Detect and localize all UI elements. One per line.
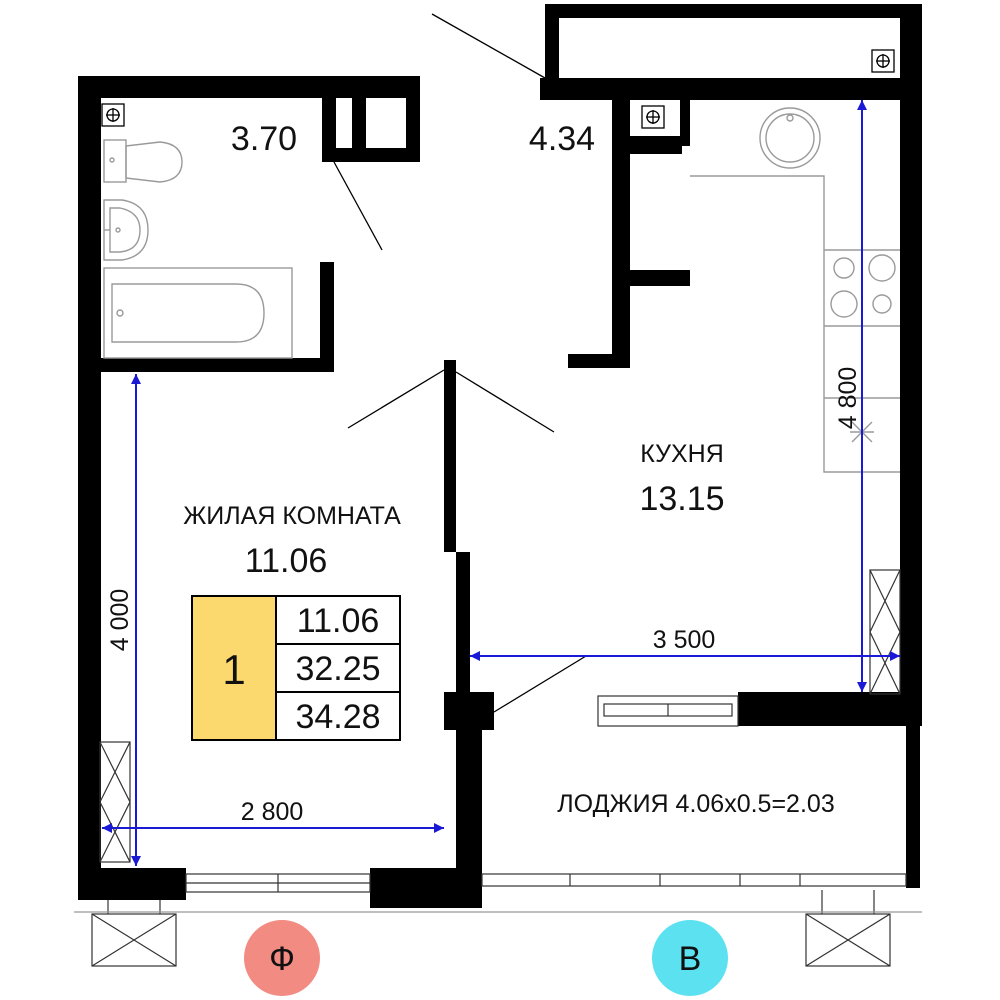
- facade-right-label: В: [679, 940, 702, 978]
- dim-living-height: 4 000: [106, 589, 134, 652]
- dim-kitchen-width: 3 500: [653, 626, 716, 654]
- fixtures: [103, 107, 900, 473]
- wall-bath-bottom: [101, 358, 334, 372]
- hallway-area: 4.34: [529, 120, 595, 158]
- dim-living-width: 2 800: [241, 798, 304, 826]
- window-kitchen: [597, 695, 739, 727]
- kitchen-area: 13.15: [639, 480, 724, 518]
- bathtub-icon: [103, 267, 293, 359]
- sink-icon: [103, 199, 149, 261]
- wall-kitchen-bottom: [738, 692, 922, 726]
- wall-hall-col: [612, 100, 630, 368]
- radiator-icon: [869, 569, 901, 695]
- wall-central-upper: [444, 360, 456, 552]
- vent-icon: [101, 103, 125, 127]
- ac-unit-icon: [91, 900, 177, 967]
- ac-unit-icon: [805, 890, 891, 967]
- wall-right-lower: [906, 726, 920, 888]
- wall-hall-foot: [568, 354, 630, 368]
- living-room-name: ЖИЛАЯ КОМНАТА: [183, 502, 401, 530]
- door-lines: [333, 13, 587, 713]
- wall-top-right: [540, 78, 922, 100]
- living-room-area: 11.06: [245, 542, 328, 580]
- vent-icon: [641, 105, 665, 129]
- vent-icon: [871, 49, 895, 73]
- wall-left: [78, 76, 101, 900]
- wall-right: [900, 4, 922, 726]
- kitchen-name: КУХНЯ: [640, 440, 724, 468]
- dimension-lines: [102, 100, 900, 866]
- toilet-icon: [103, 139, 183, 183]
- kitchen-counter-icon: [690, 175, 900, 473]
- summary-cell: [275, 691, 401, 741]
- summary-cell: [275, 595, 401, 645]
- wall-bath-partition: [320, 262, 334, 372]
- summary-total-area: 32.25: [295, 650, 380, 688]
- shaft-voids: [336, 18, 900, 268]
- bathroom-area: 3.70: [231, 120, 297, 158]
- wall-bottom-mid: [370, 868, 482, 908]
- washer-icon: [759, 107, 821, 169]
- summary-cell: [275, 643, 401, 693]
- wall-hall-box-bottom: [612, 270, 690, 286]
- facade-badge-right: В: [652, 920, 728, 996]
- facade-badge-left: Ф: [244, 920, 320, 996]
- windows: [74, 695, 922, 913]
- wall-top-right-upper: [545, 4, 922, 18]
- vent-symbols: [101, 49, 895, 129]
- wall-top-bath: [78, 76, 420, 98]
- rooms-count: 1: [222, 646, 245, 693]
- walls: [78, 4, 922, 908]
- radiator-icon: [99, 741, 131, 863]
- summary-total-with-loggia: 34.28: [295, 698, 380, 736]
- wall-top-right-left: [545, 4, 559, 82]
- facade-left-label: Ф: [269, 940, 295, 978]
- loggia-label: ЛОДЖИЯ 4.06x0.5=2.03: [557, 790, 834, 818]
- dim-kitchen-height: 4 800: [834, 367, 862, 430]
- radiators: [91, 569, 901, 967]
- summary-living-area: 11.06: [297, 602, 380, 640]
- rooms-count-badge: [191, 595, 277, 741]
- apartment-summary: 1 11.06 32.25 34.28: [191, 595, 401, 741]
- window-living: [185, 873, 371, 893]
- wall-central-lower: [456, 552, 470, 692]
- wall-bottom-left: [78, 868, 186, 900]
- loggia-glazing: [481, 873, 907, 887]
